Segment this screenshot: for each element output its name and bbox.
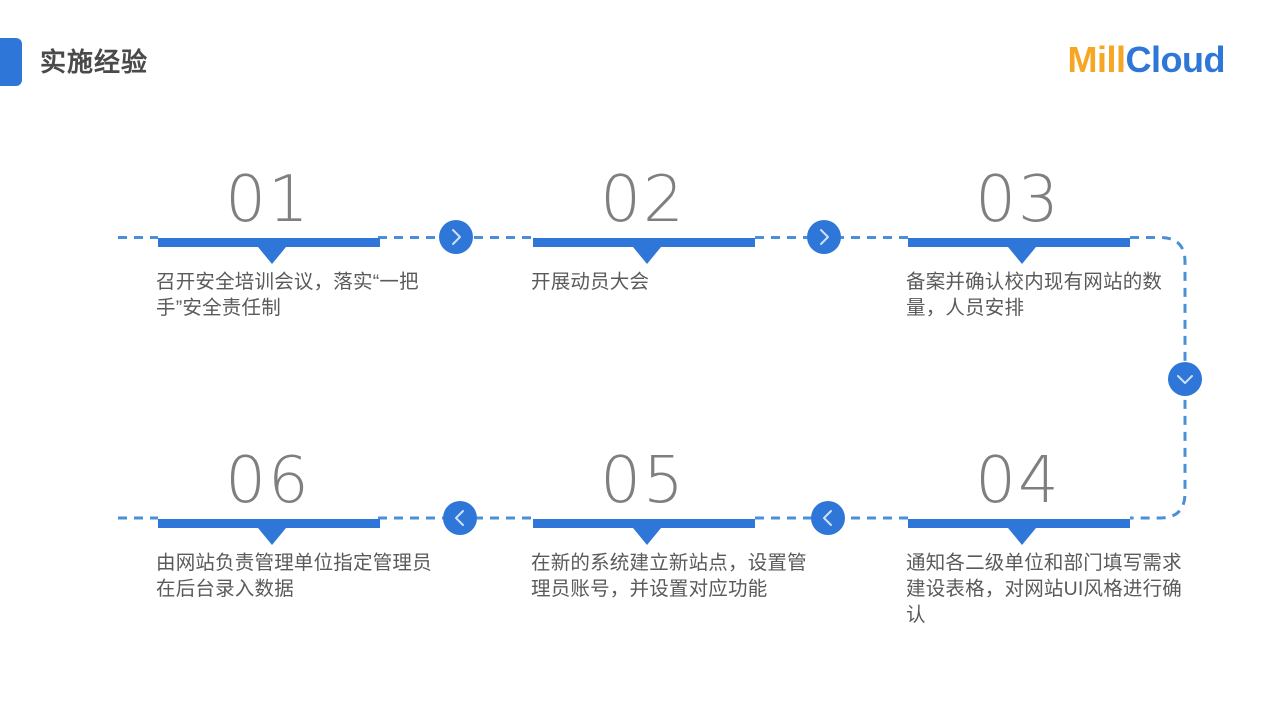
step-bar [158, 519, 380, 528]
step-number: 04 [975, 444, 1061, 518]
step-description: 由网站负责管理单位指定管理员在后台录入数据 [156, 552, 432, 600]
step-description: 在新的系统建立新站点，设置管理员账号，并设置对应功能 [531, 552, 807, 600]
chevron-right-glyph [452, 229, 461, 245]
step-description: 召开安全培训会议，落实“一把手”安全责任制 [156, 271, 419, 319]
brand-logo-cloud: Cloud [1125, 39, 1226, 80]
step-caret-icon [1008, 528, 1036, 545]
chevron-left-icon[interactable] [811, 501, 845, 535]
chevron-left-glyph [823, 510, 832, 526]
chevron-right-glyph [820, 229, 829, 245]
chevron-right-icon[interactable] [807, 220, 841, 254]
step-description: 通知各二级单位和部门填写需求建设表格，对网站UI风格进行确认 [906, 552, 1183, 626]
chevron-down-glyph [1177, 375, 1193, 384]
step-bar [908, 238, 1130, 247]
chevron-left-icon[interactable] [443, 501, 477, 535]
step-bar [908, 519, 1130, 528]
chevron-left-glyph [455, 510, 464, 526]
brand-logo: MillCloud [1067, 38, 1226, 82]
step-bar [158, 238, 380, 247]
step-number: 03 [975, 163, 1061, 237]
step-caret-icon [1008, 247, 1036, 264]
step-number: 02 [600, 163, 686, 237]
page-title: 实施经验 [40, 47, 149, 77]
step-caret-icon [258, 528, 286, 545]
chevron-down-icon[interactable] [1168, 362, 1202, 396]
step-bar [533, 238, 755, 247]
step-number: 05 [600, 444, 686, 518]
page-header: 实施经验 MillCloud [0, 0, 1280, 110]
chevron-right-icon[interactable] [439, 220, 473, 254]
step-caret-icon [633, 247, 661, 264]
step-number: 01 [225, 163, 311, 237]
step-bar [533, 519, 755, 528]
step-number: 06 [225, 444, 311, 518]
step-caret-icon [633, 528, 661, 545]
title-accent-bar [0, 38, 22, 86]
step-description: 备案并确认校内现有网站的数量，人员安排 [906, 271, 1163, 319]
step-description: 开展动员大会 [531, 271, 650, 293]
brand-logo-mill: Mill [1067, 39, 1127, 80]
step-caret-icon [258, 247, 286, 264]
